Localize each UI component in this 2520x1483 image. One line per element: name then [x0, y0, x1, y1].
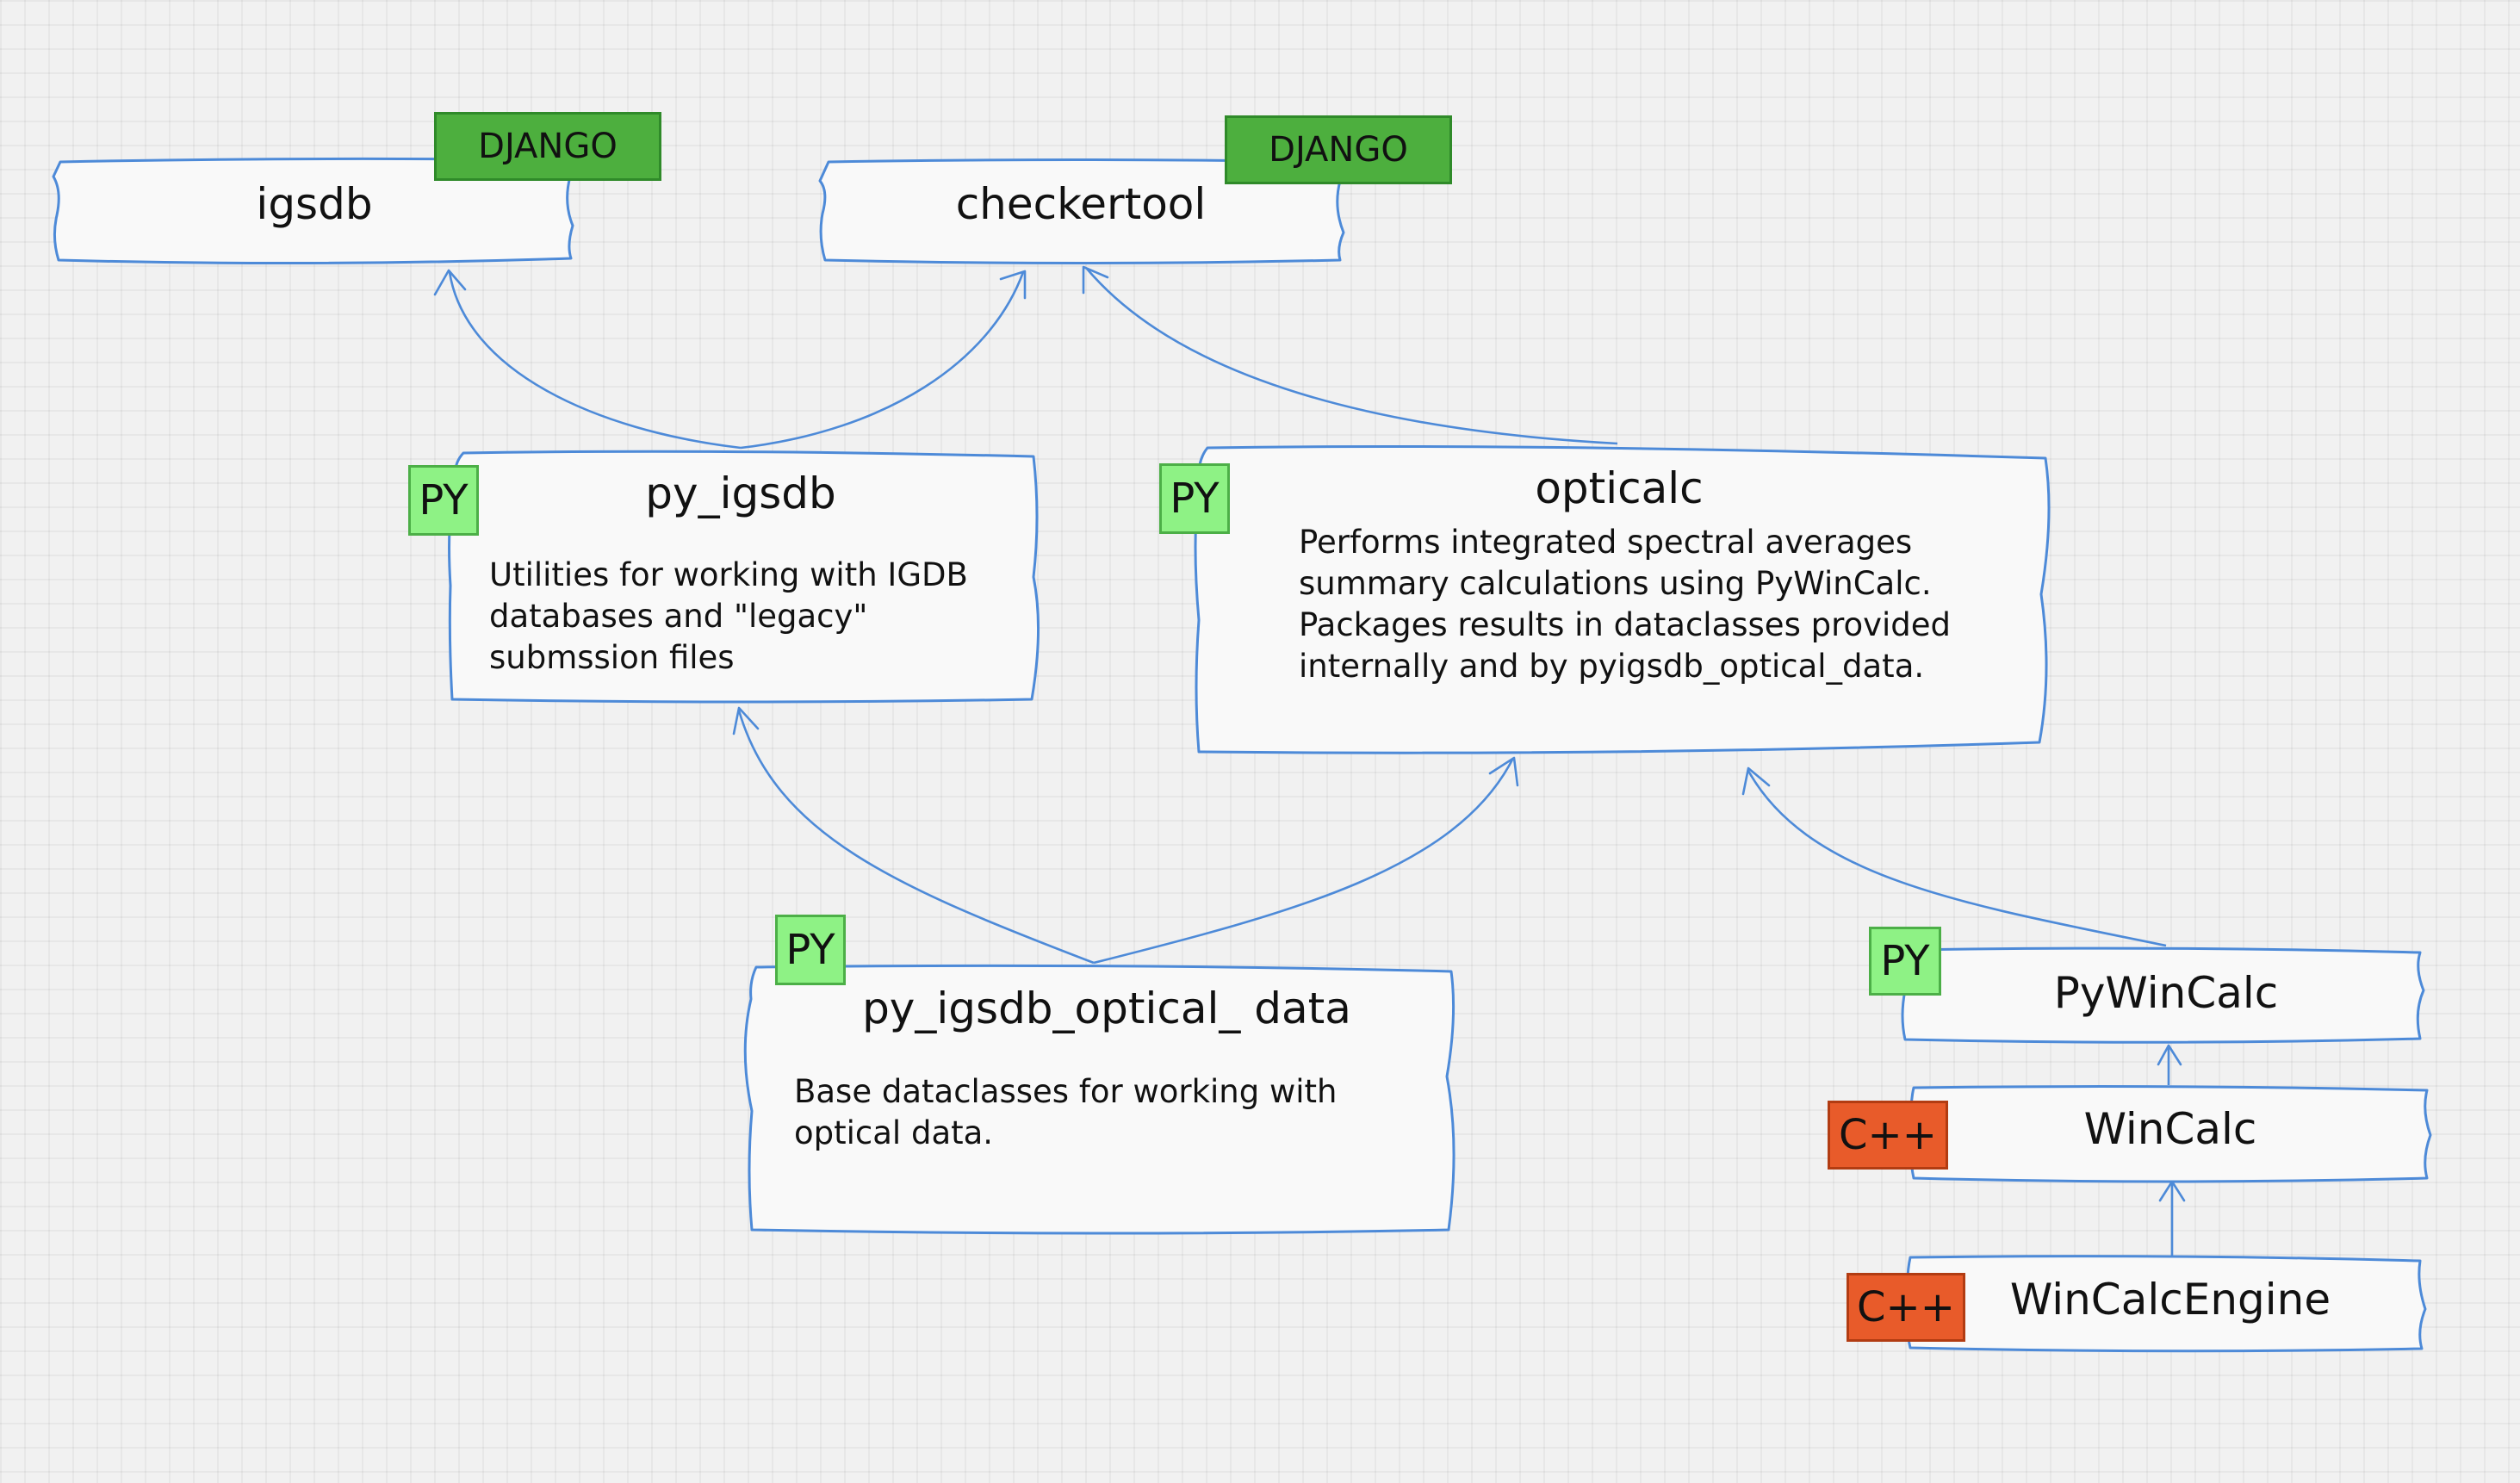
arrowhead-igsdb [433, 269, 467, 296]
py-igsdb-optical-data-description: Base dataclasses for working with optica… [794, 1073, 1338, 1151]
py-igsdb-title: py_igsdb [645, 468, 836, 518]
checkertool-title: checkertool [955, 179, 1207, 229]
edge-optical-data-to-opticalc [1093, 759, 1514, 965]
igsdb-box[interactable] [52, 157, 574, 265]
igsdb-django-tag: DJANGO [434, 112, 661, 181]
py-igsdb-py-tag: PY [408, 465, 479, 536]
arrowhead-py-igsdb [732, 706, 760, 735]
opticalc-description: Performs integrated spectral averages su… [1299, 524, 1952, 685]
igsdb-title: igsdb [256, 179, 373, 229]
pywincalc-box[interactable] [1901, 946, 2425, 1044]
edge-pywincalc-to-opticalc [1747, 770, 2167, 947]
pywincalc-py-tag: PY [1869, 927, 1941, 996]
arrowhead-checkertool-right [1082, 265, 1109, 295]
wincalc-cpp-tag: C++ [1828, 1101, 1948, 1170]
checkertool-box[interactable] [818, 158, 1345, 264]
py-igsdb-optical-data-title: py_igsdb_optical_ data [862, 983, 1351, 1033]
py-igsdb-optical-data-box[interactable] [743, 964, 1456, 1235]
arrowhead-opticalc-left [1488, 756, 1519, 787]
opticalc-py-tag: PY [1159, 463, 1230, 534]
edge-optical-data-to-py-igsdb [737, 710, 1095, 965]
wincalcengine-cpp-tag: C++ [1847, 1273, 1965, 1342]
checkertool-django-tag: DJANGO [1225, 115, 1452, 184]
arrowhead-wincalc [2158, 1180, 2186, 1202]
py-igsdb-description: Utilities for working with IGDB database… [489, 556, 968, 676]
edge-opticalc-to-checkertool [1086, 268, 1618, 445]
py-igsdb-box[interactable] [448, 450, 1040, 704]
optical-data-py-tag: PY [775, 915, 846, 985]
arrowhead-checkertool-left [999, 270, 1027, 300]
pywincalc-title: PyWinCalc [2053, 968, 2279, 1018]
edge-py-igsdb-to-igsdb [448, 271, 742, 450]
wincalc-title: WinCalc [2083, 1104, 2257, 1154]
edge-py-igsdb-to-checkertool [740, 271, 1025, 450]
opticalc-box[interactable] [1194, 445, 2051, 754]
arrowhead-opticalc-right [1741, 766, 1771, 796]
arrowhead-pywincalc [2157, 1044, 2182, 1066]
wincalcengine-title: WinCalcEngine [2009, 1275, 2331, 1325]
opticalc-title: opticalc [1535, 463, 1704, 513]
